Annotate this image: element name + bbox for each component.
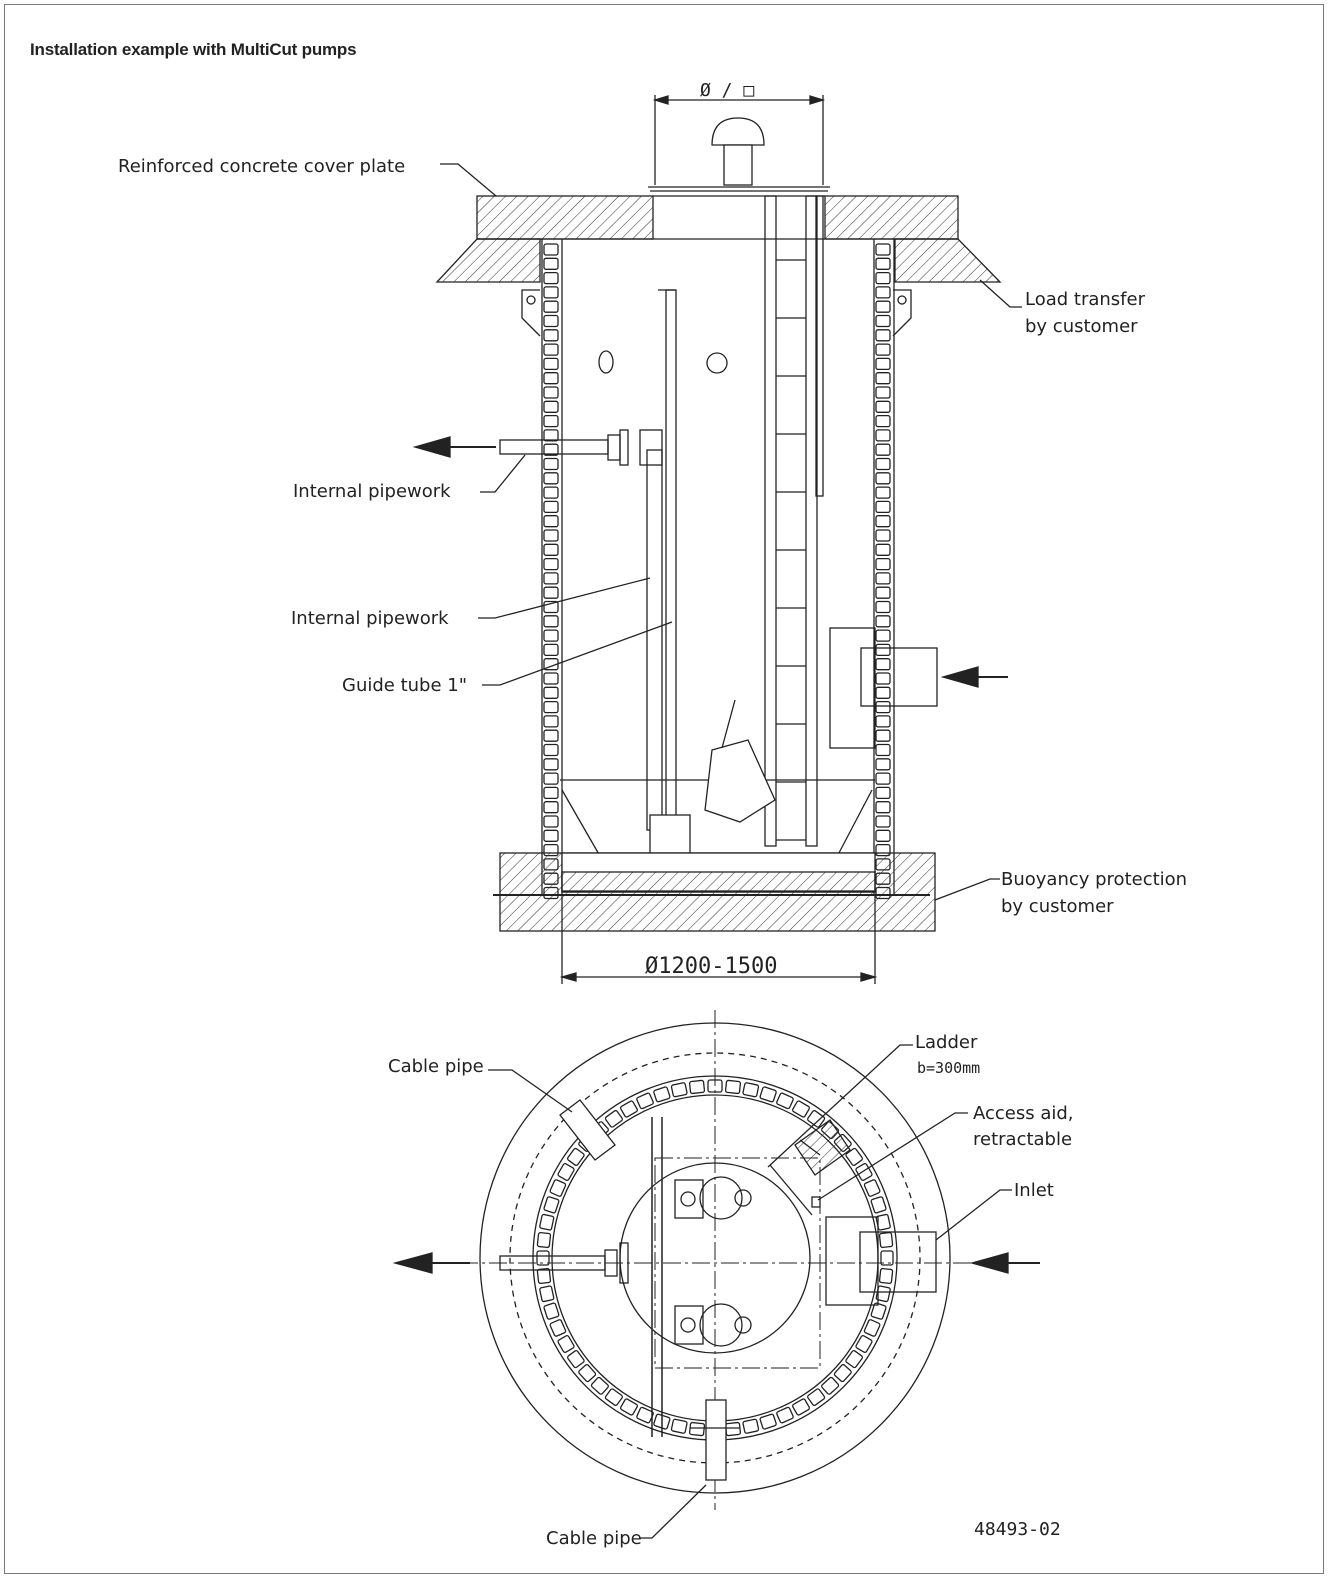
ladder-plan	[769, 1119, 851, 1216]
load-transfer-label-2: by customer	[1025, 316, 1138, 337]
cable-pipes-plan	[559, 1099, 740, 1481]
guide-tube-label: Guide tube 1"	[342, 675, 467, 696]
top-opening-label: Ø / □	[700, 80, 754, 101]
plan-leaders	[488, 1044, 1012, 1539]
pump-side	[619, 699, 776, 873]
ladder-width-label: b=300mm	[917, 1059, 980, 1077]
drawing-number: 48493-02	[974, 1519, 1061, 1540]
internal-pipework-label-2: Internal pipework	[291, 608, 449, 629]
discharge-pipe	[412, 429, 663, 466]
figure-frame	[4, 4, 1324, 1574]
cover-plate	[476, 195, 959, 240]
diameter-dimension	[559, 895, 878, 984]
side-leaders	[440, 163, 1022, 901]
side-elevation	[412, 95, 1022, 984]
figure-title: Installation example with MultiCut pumps	[30, 40, 357, 59]
buoyancy-base	[493, 852, 936, 932]
buoyancy-label-1: Buoyancy protection	[1001, 869, 1187, 890]
shaft-wall-blocks	[536, 1079, 894, 1437]
internal-pipework-label-1: Internal pipework	[293, 481, 451, 502]
pump-top	[674, 1176, 752, 1220]
plan-labels: Cable pipe Ladder b=300mm Access aid, re…	[388, 1032, 1074, 1549]
inlet-side	[829, 627, 1008, 749]
access-aid-label-2: retractable	[973, 1129, 1072, 1150]
pump-bottom	[674, 1303, 752, 1347]
inlet-plan	[825, 1216, 1040, 1306]
discharge-plan	[392, 1242, 629, 1284]
buoyancy-label-2: by customer	[1001, 896, 1114, 917]
ladder-label: Ladder	[915, 1032, 978, 1053]
top-opening-dimension	[652, 95, 826, 185]
access-aid-label-1: Access aid,	[973, 1103, 1074, 1124]
vent-cap	[648, 117, 830, 192]
cable-pipe-bottom-label: Cable pipe	[546, 1528, 642, 1549]
ladder-side	[764, 195, 824, 847]
inlet-label: Inlet	[1014, 1180, 1054, 1201]
shaft-diameter-label: Ø1200-1500	[645, 954, 777, 979]
guide-tubes	[646, 289, 677, 831]
side-labels: Ø / □ Reinforced concrete cover plate Lo…	[118, 80, 1187, 979]
load-transfer-wedges	[435, 238, 1002, 283]
lifting-lugs	[521, 289, 912, 337]
cable-pipe-top-label: Cable pipe	[388, 1056, 484, 1077]
cover-plate-label: Reinforced concrete cover plate	[118, 156, 405, 177]
load-transfer-label-1: Load transfer	[1025, 289, 1146, 310]
plan-view	[392, 1010, 1040, 1539]
